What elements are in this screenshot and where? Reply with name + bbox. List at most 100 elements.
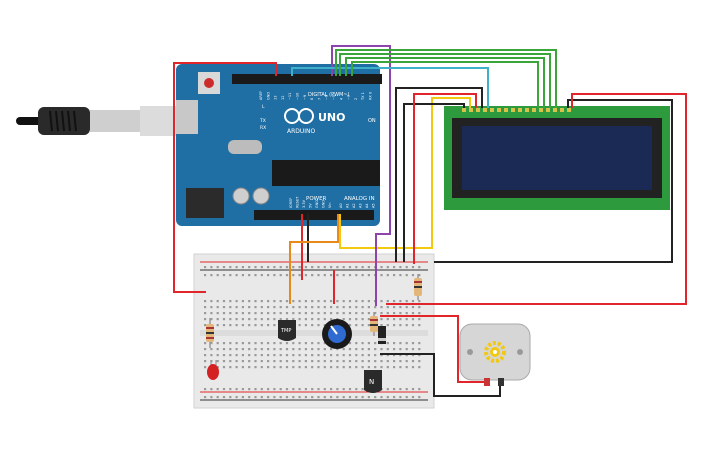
- breadboard-hole: [222, 274, 226, 277]
- breadboard-hole: [393, 388, 396, 391]
- lcd-pin: [539, 108, 543, 112]
- analog-pin-label: A2: [352, 203, 356, 208]
- breadboard-hole: [235, 342, 238, 345]
- breadboard-hole: [222, 360, 226, 363]
- digital-header-label: DIGITAL (PWM~): [308, 92, 350, 98]
- breadboard-hole: [285, 300, 289, 303]
- breadboard-hole: [216, 266, 219, 269]
- breadboard-hole: [254, 396, 257, 399]
- breadboard-hole: [298, 312, 301, 315]
- breadboard-hole: [361, 360, 364, 363]
- breadboard-hole: [342, 388, 345, 391]
- breadboard-hole: [317, 306, 320, 309]
- power-label: POWER: [306, 196, 327, 202]
- breadboard-hole: [336, 300, 339, 303]
- breadboard-hole: [386, 324, 389, 327]
- breadboard-hole: [254, 366, 257, 369]
- power-pin-label: Vin: [328, 202, 332, 208]
- breadboard-hole: [374, 348, 377, 351]
- wire-green-4: [351, 61, 539, 108]
- breadboard-hole: [254, 354, 257, 357]
- power-pin-label: GND: [322, 200, 326, 208]
- dc-motor: [459, 323, 531, 386]
- breadboard-hole: [418, 274, 421, 277]
- breadboard-hole: [355, 300, 358, 303]
- breadboard-hole: [254, 300, 257, 303]
- breadboard-hole: [229, 324, 232, 327]
- breadboard-hole: [248, 388, 251, 391]
- breadboard-hole: [235, 306, 238, 309]
- breadboard-hole: [222, 388, 226, 391]
- breadboard-hole: [411, 300, 415, 303]
- breadboard-hole: [348, 366, 352, 369]
- breadboard-hole: [336, 354, 339, 357]
- breadboard-hole: [405, 274, 408, 277]
- breadboard-hole: [298, 318, 301, 321]
- breadboard-hole: [273, 318, 276, 321]
- breadboard-hole: [235, 354, 238, 357]
- breadboard-hole: [411, 306, 415, 309]
- breadboard-hole: [386, 360, 389, 363]
- breadboard-hole: [330, 354, 333, 357]
- breadboard-hole: [386, 388, 389, 391]
- breadboard-hole: [298, 366, 301, 369]
- breadboard-hole: [204, 306, 207, 309]
- breadboard-hole: [348, 354, 352, 357]
- breadboard-hole: [311, 312, 314, 315]
- breadboard-hole: [241, 360, 244, 363]
- breadboard-hole: [355, 324, 358, 327]
- lcd-pin: [497, 108, 501, 112]
- breadboard-hole: [241, 324, 244, 327]
- breadboard-hole: [292, 274, 295, 277]
- breadboard-hole: [380, 360, 383, 363]
- arduino-logo-text: ARDUINO: [287, 128, 316, 135]
- breadboard-hole: [285, 354, 289, 357]
- breadboard-hole: [348, 318, 352, 321]
- lcd-pin: [476, 108, 480, 112]
- breadboard-hole: [292, 306, 295, 309]
- breadboard-hole: [380, 266, 383, 269]
- breadboard-hole: [323, 396, 326, 399]
- breadboard-hole: [210, 274, 213, 277]
- digital-pin-label: RX 0: [369, 92, 373, 100]
- temp-sensor-label: TMP: [280, 328, 291, 334]
- breadboard-hole: [204, 300, 207, 303]
- breadboard-hole: [285, 348, 289, 351]
- wire-green-2: [339, 53, 551, 108]
- breadboard-hole: [405, 324, 408, 327]
- breadboard-hole: [204, 366, 207, 369]
- lcd-pin: [483, 108, 487, 112]
- power-pin-label: 5V: [309, 203, 313, 208]
- breadboard-hole: [355, 348, 358, 351]
- breadboard-hole: [210, 266, 213, 269]
- breadboard-hole: [241, 312, 244, 315]
- breadboard-hole: [330, 360, 333, 363]
- motor-gear-icon: [484, 341, 506, 363]
- breadboard-hole: [248, 360, 251, 363]
- lcd-header-pins: [462, 108, 571, 112]
- breadboard-hole: [411, 312, 415, 315]
- breadboard-hole: [260, 266, 263, 269]
- breadboard-hole: [298, 360, 301, 363]
- breadboard-hole: [254, 360, 257, 363]
- breadboard-hole: [336, 306, 339, 309]
- breadboard-hole: [216, 318, 219, 321]
- breadboard-hole: [273, 312, 276, 315]
- breadboard-hole: [304, 388, 307, 391]
- breadboard-hole: [292, 342, 295, 345]
- resistor-middle: [370, 312, 378, 336]
- breadboard-hole: [418, 324, 421, 327]
- breadboard-hole: [323, 354, 326, 357]
- digital-pin-label: 2: [354, 98, 358, 100]
- breadboard-hole: [311, 354, 314, 357]
- breadboard-hole: [292, 312, 295, 315]
- breadboard-hole: [267, 324, 270, 327]
- breadboard-hole: [367, 300, 370, 303]
- breadboard-hole: [273, 366, 276, 369]
- breadboard-hole: [361, 300, 364, 303]
- breadboard-hole: [393, 366, 396, 369]
- wire-red-lcd-2: [386, 93, 687, 305]
- breadboard-hole: [323, 274, 326, 277]
- breadboard-hole: [342, 300, 345, 303]
- breadboard-hole: [405, 312, 408, 315]
